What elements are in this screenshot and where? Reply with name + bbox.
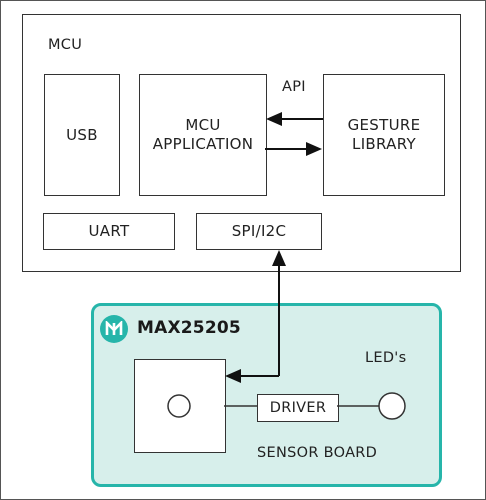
driver-label: DRIVER [269,399,327,416]
led-icon [378,392,406,420]
uart-box: UART [43,213,175,250]
uart-label: UART [88,222,130,240]
leds-label: LED's [365,350,407,366]
spi-i2c-label: SPI/I2C [231,222,287,240]
arrow-to-gesture-icon [306,142,322,156]
api-label: API [282,79,306,95]
photodiode-icon [167,394,191,418]
spi-i2c-box: SPI/I2C [196,213,322,250]
arrow-to-chip-icon [225,369,241,383]
maxim-logo-icon [100,315,128,343]
arrow-to-spi-icon [272,250,286,266]
gesture-library-box: GESTURE LIBRARY [323,74,445,196]
mcu-label: MCU [48,37,83,53]
mcu-application-box: MCU APPLICATION [139,74,267,196]
arrow-to-app-icon [266,112,282,126]
driver-box: DRIVER [257,394,339,422]
usb-label: USB [66,125,98,144]
usb-box: USB [44,74,120,196]
mcu-application-label: MCU APPLICATION [152,116,254,153]
chip-name: MAX25205 [137,318,241,338]
gesture-library-label: GESTURE LIBRARY [347,116,421,153]
sensor-board-label: SENSOR BOARD [257,445,378,461]
